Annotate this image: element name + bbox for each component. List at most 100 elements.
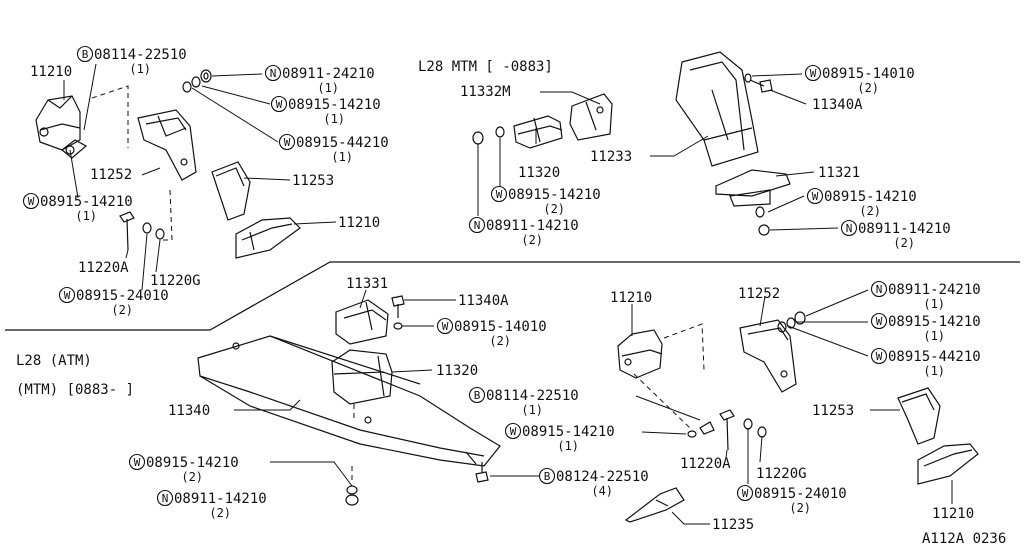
part-prefix-circle [22,192,40,210]
part-prefix-letter: N [846,222,853,235]
part-callout-p34: 11252 [738,286,780,302]
part-callout-p27: 11340 [168,403,210,419]
part-number: 08915-44210 [888,349,981,365]
part-callout-p18: 11340A [812,97,863,113]
part-callout-p20: 11321 [818,165,860,181]
part-quantity: (2) [521,233,543,247]
crossmember-11340-drawing [197,335,501,467]
bracket-11252-bottom-drawing [739,319,797,393]
part-number: 08911-14210 [858,221,951,237]
part-prefix-circle [468,216,486,234]
part-callout-p38: 11253 [812,403,854,419]
part-number: 11253 [812,403,854,419]
part-callout-p37: W 08915-44210(1) [870,347,981,378]
mount-11320-top-drawing [513,115,563,149]
part-prefix-circle [806,187,824,205]
part-prefix-letter: W [812,190,819,203]
part-prefix-circle [468,386,486,404]
part-prefix-letter: W [28,195,35,208]
part-quantity: (2) [543,202,565,216]
part-prefix-letter: W [810,67,817,80]
part-callout-p26: 11320 [436,363,478,379]
mount-11210-top-lower-drawing [235,217,301,259]
part-callout-p13: 11332M [460,84,511,100]
part-prefix-circle [504,422,522,440]
part-number: 08915-14010 [822,66,915,82]
part-prefix-circle [870,312,888,330]
part-quantity: (2) [789,501,811,515]
part-number: 08915-14210 [288,97,381,113]
part-callout-p19: 11233 [590,149,632,165]
part-drawings [5,51,1020,523]
diagram-code: A112A 0236 [922,531,1006,547]
part-number: 08915-14210 [522,424,615,440]
part-callout-p06: 11252 [90,167,132,183]
part-callout-p32: B 08114-22510(1) [468,386,579,417]
bracket-11252-top-drawing [137,109,197,181]
part-prefix-circle [264,64,282,82]
part-prefix-circle [58,286,76,304]
mount-11210-top-left-drawing [35,95,88,159]
part-prefix-letter: W [284,136,291,149]
part-number: 11220G [150,273,201,289]
part-callout-p24: 11340A [458,293,509,309]
part-number: 08915-14210 [40,194,133,210]
part-callout-p23: 11331 [346,276,388,292]
mount-11210-bottom-drawing [617,329,663,379]
part-prefix-letter: N [474,219,481,232]
mount-11210-bottom-right-drawing [917,443,979,485]
bolt-11340a-bottom-drawing [391,295,405,318]
part-quantity: (1) [923,364,945,378]
bolt-08124-drawing [475,462,489,483]
part-number: 11252 [738,286,780,302]
part-number: 11340 [168,403,210,419]
part-quantity: (2) [489,334,511,348]
part-prefix-circle [490,185,508,203]
part-prefix-circle [538,467,556,485]
variant-label-top-mtm: L28 MTM [ -0883] [418,59,553,75]
part-prefix-letter: W [510,425,517,438]
part-number: 11210 [30,64,72,80]
part-prefix-letter: B [474,389,481,402]
part-quantity: (2) [859,204,881,218]
bracket-11233-drawing [675,51,759,167]
insulator-11321-drawing [715,169,791,207]
part-number: 11332M [460,84,511,100]
part-quantity: (1) [521,403,543,417]
part-prefix-letter: N [270,67,277,80]
part-number: 11252 [90,167,132,183]
part-prefix-letter: N [162,492,169,505]
leader-lines [63,63,953,525]
part-quantity: (1) [923,297,945,311]
part-number: 08114-22510 [486,388,579,404]
part-number: 08124-22510 [556,469,649,485]
part-callout-p11: 11220G [150,273,201,289]
bolt-11220a-bottom-drawing [719,409,735,451]
part-prefix-circle [840,219,858,237]
mount-11320-bottom-drawing [331,349,393,405]
part-quantity: (4) [591,484,613,498]
part-callout-p31: 11210 [610,290,652,306]
part-prefix-letter: W [876,350,883,363]
part-callout-p40: 11220G [756,466,807,482]
part-callout-p14: 11320 [518,165,560,181]
part-number: 08915-24010 [76,288,169,304]
part-number: 08915-14210 [508,187,601,203]
variant-label-bottom-mtm: (MTM) [0883- ] [16,382,134,398]
part-prefix-letter: W [742,487,749,500]
part-number: 08915-44210 [296,135,389,151]
part-number: 11320 [436,363,478,379]
